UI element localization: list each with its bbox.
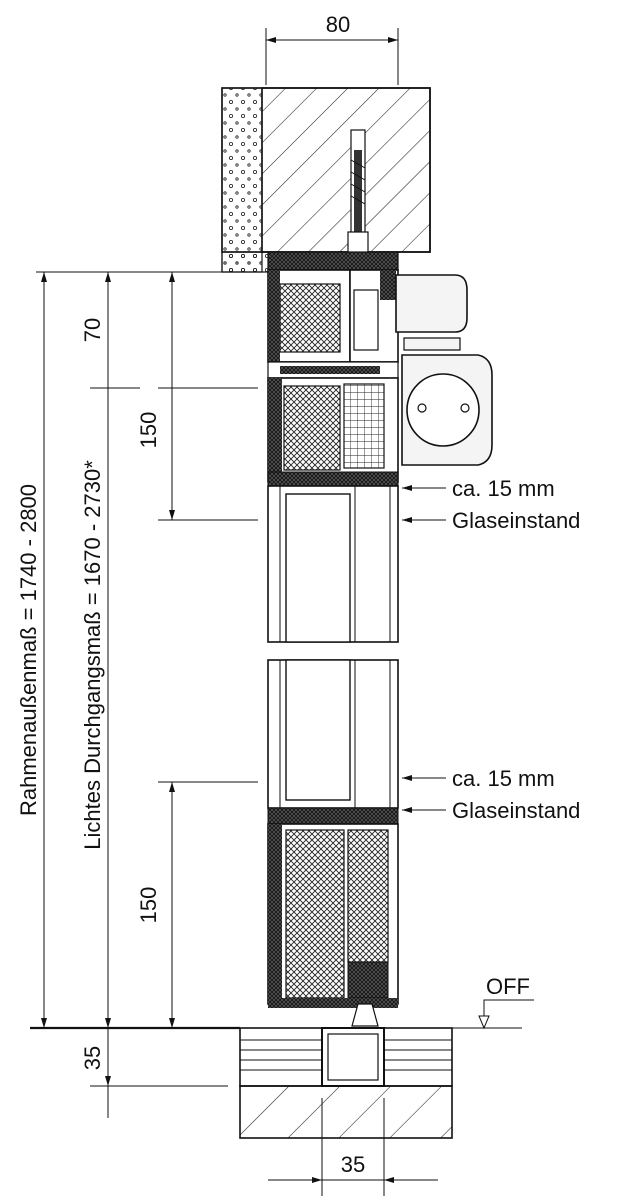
dimension-lower-zone: 150 xyxy=(136,781,258,1028)
upper-leaf-profile xyxy=(267,377,399,487)
header-profile xyxy=(267,251,399,379)
dimension-lichtes: Lichtes Durchgangsmaß = 1670 - 2730* xyxy=(80,272,140,1028)
callout-glass-upper: Glaseinstand xyxy=(402,508,580,533)
gap-lower-label: ca. 15 mm xyxy=(452,766,555,791)
lower-leaf-profile xyxy=(267,807,399,1027)
lichtes-label: Lichtes Durchgangsmaß = 1670 - 2730* xyxy=(80,460,105,850)
dim-lower-zone-label: 150 xyxy=(136,887,161,924)
callout-glass-lower: Glaseinstand xyxy=(402,798,580,823)
dimension-top-section: 70 xyxy=(80,318,105,342)
floor-guide xyxy=(239,1027,453,1087)
dimension-top-width: 80 xyxy=(265,12,399,85)
dimension-upper-zone: 150 xyxy=(136,272,258,521)
rahmen-label: Rahmenaußenmaß = 1740 - 2800 xyxy=(16,484,41,816)
callout-gap-upper: ca. 15 mm xyxy=(402,476,555,501)
off-marker: OFF xyxy=(478,974,534,1030)
anchor-bolt xyxy=(347,129,369,269)
lintel-block xyxy=(221,87,431,273)
dimension-bottom-width: 35 xyxy=(268,1098,438,1196)
glass-panel-upper xyxy=(267,485,399,643)
dim-floor-depth-label: 35 xyxy=(80,1046,105,1070)
operator-motor-housing xyxy=(395,274,493,466)
dimension-rahmen: Rahmenaußenmaß = 1740 - 2800 xyxy=(16,271,268,1028)
dimension-floor-depth: 35 xyxy=(80,1028,228,1118)
gap-upper-label: ca. 15 mm xyxy=(452,476,555,501)
dim-upper-zone-label: 150 xyxy=(136,412,161,449)
glass-panel-lower xyxy=(267,659,399,809)
dim-top-section-label: 70 xyxy=(80,318,105,342)
off-label: OFF xyxy=(486,974,530,999)
dim-bottom-width-label: 35 xyxy=(341,1152,365,1177)
dim-top-width-label: 80 xyxy=(326,12,350,37)
callout-gap-lower: ca. 15 mm xyxy=(402,766,555,791)
floor-slab xyxy=(239,1085,453,1139)
glass-lower-label: Glaseinstand xyxy=(452,798,580,823)
glass-upper-label: Glaseinstand xyxy=(452,508,580,533)
